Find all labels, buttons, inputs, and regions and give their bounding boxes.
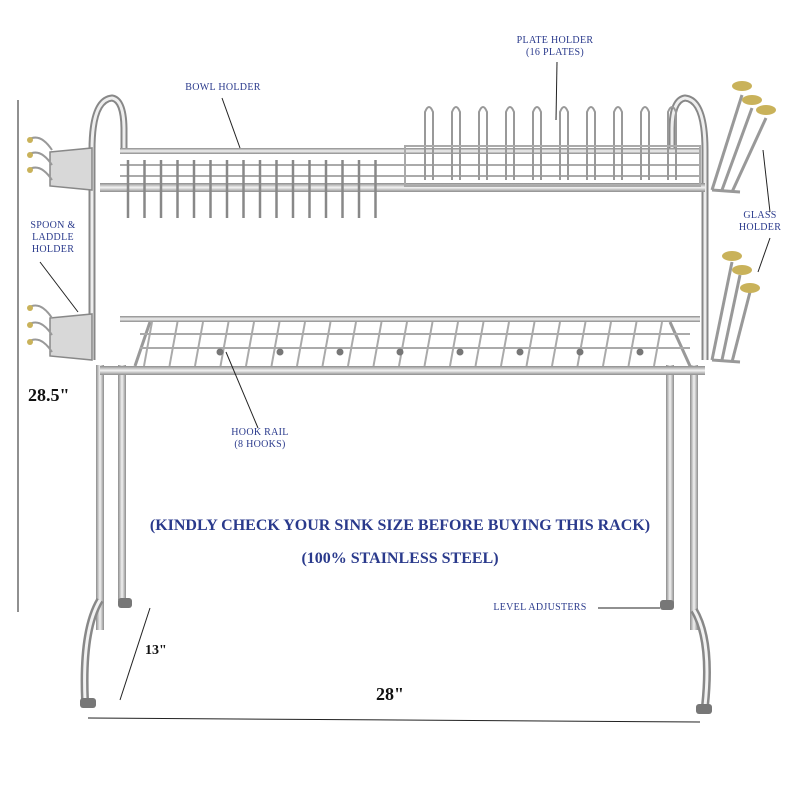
width-dimension: 28": [376, 684, 404, 704]
grid-wire: [398, 321, 408, 367]
hook-rail-label-line1: HOOK RAIL: [231, 427, 289, 438]
depth-dimension-line: [119, 607, 151, 701]
glass-holder-label: GLASS HOLDER: [730, 210, 790, 234]
left-frame: [80, 94, 132, 708]
grid-wire: [500, 321, 510, 367]
rail-hook: [576, 348, 584, 356]
glass-holder-top: [710, 81, 776, 194]
grid-wire: [321, 321, 332, 367]
rail-hook: [396, 348, 404, 356]
grid-wire: [347, 321, 357, 367]
spoon-holder-label-line1: SPOON &: [30, 220, 76, 231]
right-frame: [660, 94, 712, 714]
plate-holder-label-line1: PLATE HOLDER: [516, 35, 594, 46]
rail-hook: [516, 348, 524, 356]
plate-wire: [613, 106, 623, 180]
bottom-shelf: [100, 316, 705, 375]
spoon-holder-label-line2: LADDLE: [32, 232, 74, 243]
bowl-holder-bars: [126, 160, 377, 218]
rail-hook: [216, 348, 224, 356]
hook-rail-label-line2: (8 HOOKS): [234, 439, 286, 450]
spoon-holder-basket-top: [27, 136, 93, 191]
plate-wire: [424, 106, 434, 180]
spoon-holder-label-line3: HOLDER: [31, 244, 75, 255]
material-note: (100% STAINLESS STEEL): [301, 550, 499, 567]
grid-wire: [551, 321, 561, 367]
grid-wire: [653, 321, 663, 367]
glass-holder-label-line2: HOLDER: [738, 222, 782, 233]
grid-wire: [296, 321, 306, 367]
plate-wire: [667, 106, 677, 180]
glass-holder-label-line1: GLASS: [743, 210, 777, 221]
plate-holder-label-line2: (16 PLATES): [525, 47, 585, 58]
rail-hook: [636, 348, 644, 356]
bottom-shelf-grid: [140, 321, 690, 367]
width-dimension-line: [87, 717, 701, 723]
grid-wire: [474, 321, 485, 367]
grid-wire: [627, 321, 638, 367]
plate-wire: [532, 106, 542, 180]
grid-wire: [449, 321, 459, 367]
grid-wire: [372, 321, 383, 367]
callout-lines: [39, 61, 771, 609]
plate-wire: [451, 106, 461, 180]
spoon-holder-label: SPOON & LADDLE HOLDER: [18, 220, 88, 256]
grid-wire: [168, 321, 179, 367]
plate-holder-wires: [404, 106, 701, 187]
rail-hook: [456, 348, 464, 356]
plate-wire: [559, 106, 569, 180]
grid-wire: [219, 321, 230, 367]
hook-rail-label: HOOK RAIL (8 HOOKS): [210, 427, 310, 451]
depth-dimension: 13": [145, 643, 167, 658]
top-shelf: [100, 148, 705, 192]
spoon-holder-basket-bottom: [27, 304, 93, 361]
plate-holder-label: PLATE HOLDER (16 PLATES): [490, 35, 620, 59]
bowl-holder-label: BOWL HOLDER: [185, 82, 261, 93]
grid-wire: [423, 321, 434, 367]
height-dimension: 28.5": [28, 385, 70, 405]
plate-wire: [640, 106, 650, 180]
grid-wire: [576, 321, 587, 367]
grid-wire: [525, 321, 536, 367]
plate-wire: [505, 106, 515, 180]
plate-wire: [478, 106, 488, 180]
grid-wire: [602, 321, 612, 367]
plate-wire: [586, 106, 596, 180]
sink-size-note: (KINDLY CHECK YOUR SINK SIZE BEFORE BUYI…: [149, 517, 651, 534]
grid-wire: [245, 321, 255, 367]
glass-holder-bottom: [710, 251, 760, 364]
plate-holder-frame: [404, 145, 701, 187]
grid-wire: [194, 321, 204, 367]
grid-wire: [143, 321, 153, 367]
rail-hook: [336, 348, 344, 356]
grid-wire: [270, 321, 281, 367]
level-adjusters-label: LEVEL ADJUSTERS: [493, 602, 587, 613]
rail-hook: [276, 348, 284, 356]
